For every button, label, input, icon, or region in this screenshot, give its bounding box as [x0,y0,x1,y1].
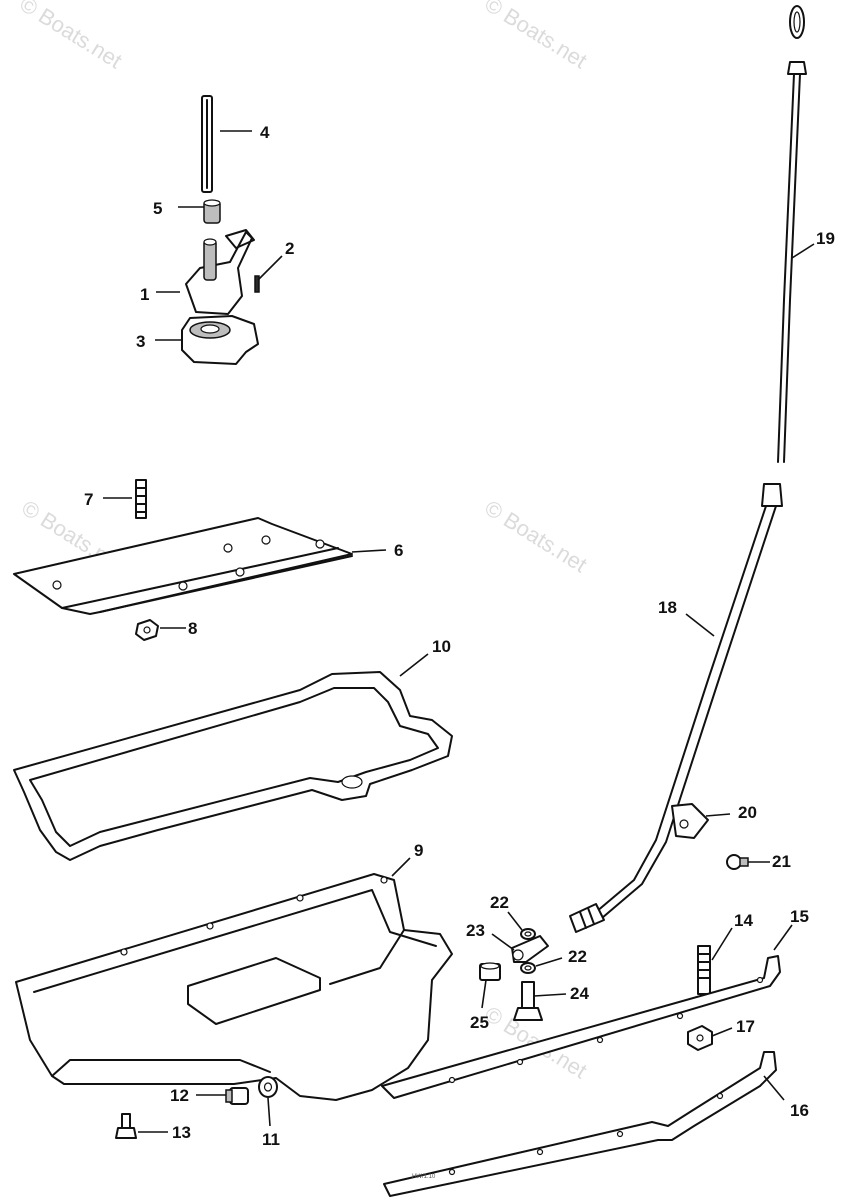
pin-part [254,275,260,293]
oil-pan-rail-gasket-part [381,955,781,1099]
callout-15: 15 [790,907,809,926]
stud-part [135,479,147,519]
oil-pan-part [15,873,453,1101]
callout-20: 20 [738,803,757,822]
callout-16: 16 [790,1101,809,1120]
callout-2: 2 [285,239,294,258]
watermark: © Boats.net [480,495,591,577]
oil-pump-part [185,229,255,315]
callout-25: 25 [470,1013,489,1032]
o-ring-part [520,962,536,974]
fitting-part [511,935,549,963]
dipstick-tube-part [569,483,783,933]
callout-5: 5 [153,199,162,218]
callout-11: 11 [262,1130,280,1149]
callout-6: 6 [394,541,403,560]
bolt-part [115,1113,137,1139]
callout-12: 12 [170,1086,189,1105]
clip-part [671,803,709,839]
oil-pan-gasket-part [13,671,453,861]
callout-17: 17 [736,1017,755,1036]
callout-14: 14 [734,911,753,930]
callout-3: 3 [136,332,145,351]
banjo-bolt-part [513,981,543,1021]
callout-4: 4 [260,123,270,142]
callout-21: 21 [772,852,791,871]
pickup-tube-part [201,95,213,193]
callout-23: 23 [466,921,485,940]
callout-7: 7 [84,490,93,509]
callout-8: 8 [188,619,197,638]
washer-part [258,1076,278,1098]
drain-plug-part [225,1087,249,1105]
windage-tray-part [13,517,353,615]
dipstick-part [777,5,807,463]
nut-part [687,1025,713,1051]
callout-18: 18 [658,598,677,617]
figure-code: HW/1.10 [412,1174,436,1180]
o-ring-part [520,928,536,940]
oil-pump-screen-part [181,315,259,365]
pipe-plug-part [479,962,501,981]
callout-22-lower: 22 [568,947,587,966]
callout-10: 10 [432,637,451,656]
callout-13: 13 [172,1123,191,1142]
watermark: © Boats.net [480,0,591,73]
watermark: © Boats.net [15,0,126,73]
stud-part [697,945,711,995]
callout-1: 1 [140,285,149,304]
screw-part [726,854,749,870]
callout-9: 9 [414,841,423,860]
callout-22-upper: 22 [490,893,509,912]
leader-lines [103,130,815,1133]
bushing-part [203,199,221,224]
callout-labels: 4 5 2 1 3 7 6 8 10 9 11 12 13 14 15 16 1… [84,123,835,1149]
oil-pan-rail-gasket-part [383,1051,777,1197]
callout-19: 19 [816,229,835,248]
callout-24: 24 [570,984,589,1003]
nut-part [135,619,159,641]
